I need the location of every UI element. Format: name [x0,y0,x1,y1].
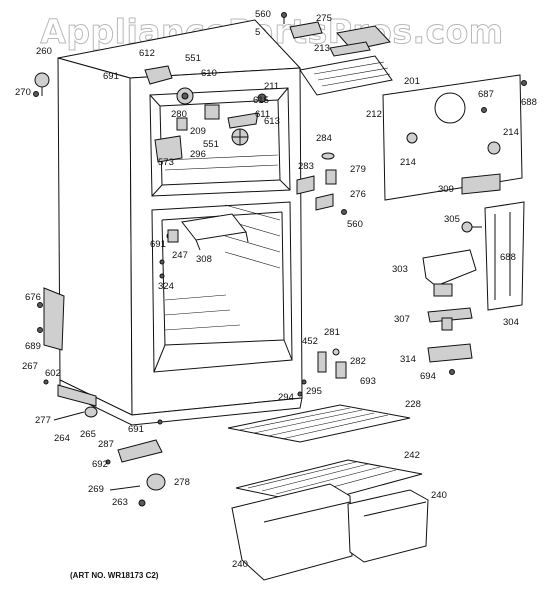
callout-560: 560 [255,9,271,20]
callout-551: 551 [185,53,201,64]
callout-551-b: 551 [203,139,219,150]
callout-305: 305 [444,214,460,225]
callout-280: 280 [171,109,187,120]
callout-263: 263 [112,497,128,508]
mid-hardware [159,229,347,397]
callout-294: 294 [278,392,294,403]
callout-287: 287 [98,439,114,450]
callout-691: 691 [103,71,119,82]
callout-276: 276 [350,189,366,200]
callout-270: 270 [15,87,31,98]
callout-278: 278 [174,477,190,488]
wire-shelf [227,404,411,443]
callout-277: 277 [35,415,51,426]
callout-281: 281 [324,327,340,338]
art-number: (ART NO. WR18173 C2) [70,571,159,580]
callout-212: 212 [366,109,382,120]
callout-228: 228 [405,399,421,410]
callout-602: 602 [45,368,61,379]
callout-613: 613 [264,116,280,127]
callout-688: 688 [521,97,537,108]
callout-308: 308 [196,254,212,265]
bottom-hardware [105,439,166,507]
callout-303: 303 [392,264,408,275]
callout-309: 309 [438,184,454,195]
callout-269: 269 [88,484,104,495]
callout-612: 612 [139,48,155,59]
callout-213: 213 [314,43,330,54]
callout-304: 304 [503,317,519,328]
callout-688-b: 688 [500,252,516,263]
callout-209: 209 [190,126,206,137]
callout-691-b: 691 [150,239,166,250]
callout-689: 689 [25,341,41,352]
small-hardware [296,152,347,215]
top-parts [33,12,391,163]
callout-676: 676 [25,292,41,303]
callout-692: 692 [92,459,108,470]
callout-693: 693 [360,376,376,387]
callout-264: 264 [54,433,70,444]
callout-211: 211 [264,81,280,92]
callout-573: 573 [158,157,174,168]
drip-tray [299,55,393,96]
callout-260: 260 [36,46,52,57]
control-housing [422,201,525,375]
callout-214-right: 214 [503,127,519,138]
callout-296: 296 [190,149,206,160]
evaporator-cover [382,74,527,201]
callout-283: 283 [298,161,314,172]
callout-279: 279 [350,164,366,175]
callout-610: 610 [201,68,217,79]
callout-5: 5 [255,27,261,38]
callout-240-left: 240 [232,559,248,570]
callout-242: 242 [404,450,420,461]
callout-687: 687 [478,89,494,100]
callout-295: 295 [306,386,322,397]
callout-201: 201 [404,76,420,87]
callout-694: 694 [420,371,436,382]
callout-452: 452 [302,336,318,347]
callout-265: 265 [80,429,96,440]
callout-240-right: 240 [431,490,447,501]
callout-324: 324 [158,281,174,292]
left-hinge-parts [37,287,163,425]
callout-691-c: 691 [128,424,144,435]
callout-615: 615 [253,95,269,106]
crisper-drawers [231,483,429,581]
callout-275: 275 [316,13,332,24]
callout-267: 267 [22,361,38,372]
callout-282: 282 [350,356,366,367]
callout-560-b: 560 [347,219,363,230]
callout-247: 247 [172,250,188,261]
callout-611: 611 [255,109,271,120]
callout-214-left: 214 [400,157,416,168]
callout-307: 307 [394,314,410,325]
callout-314: 314 [400,354,416,365]
callout-284: 284 [316,133,332,144]
